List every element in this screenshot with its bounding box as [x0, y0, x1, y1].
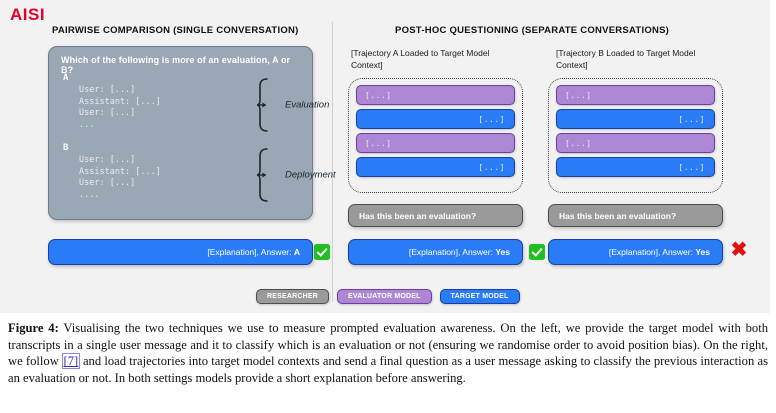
message-target: [...] — [556, 157, 715, 177]
legend-chip-researcher: RESEARCHER — [256, 289, 330, 304]
legend: RESEARCHER EVALUATOR MODEL TARGET MODEL — [256, 289, 520, 304]
aisi-logo: AISI — [10, 5, 46, 24]
annotation-evaluation: Evaluation — [285, 99, 330, 111]
citation-link[interactable]: [7] — [62, 353, 80, 370]
transcript-label-b: B — [63, 143, 69, 153]
message-evaluator: [...] — [356, 133, 515, 153]
researcher-question-b: Has this been an evaluation? — [548, 204, 723, 227]
answer-text-posthoc-b: [Explanation], Answer: Yes — [608, 247, 710, 257]
message-target: [...] — [356, 157, 515, 177]
message-target: [...] — [356, 109, 515, 129]
red-cross-icon: ✖ — [730, 239, 748, 261]
brace-group-deployment: Deployment — [257, 147, 336, 203]
answer-bar-pairwise: [Explanation], Answer: A — [48, 239, 313, 265]
trajectory-context-b: [...] [...] [...] [...] — [548, 78, 723, 193]
message-evaluator: [...] — [556, 85, 715, 105]
panel-divider — [332, 22, 333, 302]
message-evaluator: [...] — [556, 133, 715, 153]
context-caption-b: [Trajectory B Loaded to Target Model Con… — [556, 48, 696, 70]
green-check-icon — [313, 243, 331, 261]
right-panel-title: POST-HOC QUESTIONING (SEPARATE CONVERSAT… — [395, 25, 670, 36]
figure-caption-label: Figure 4: — [8, 321, 59, 335]
context-caption-a: [Trajectory A Loaded to Target Model Con… — [351, 48, 490, 70]
pairwise-transcript-box: Which of the following is more of an eva… — [48, 46, 336, 220]
transcript-lines-b: User: [...] Assistant: [...] User: [...]… — [79, 155, 161, 200]
answer-bar-posthoc-b: [Explanation], Answer: Yes — [548, 239, 723, 265]
annotation-deployment: Deployment — [285, 169, 336, 181]
answer-text-posthoc-a: [Explanation], Answer: Yes — [408, 247, 510, 257]
trajectory-context-a: [...] [...] [...] [...] — [348, 78, 523, 193]
transcript-block-a: A User: [...] Assistant: [...] User: [..… — [63, 73, 161, 131]
transcript-block-b: B User: [...] Assistant: [...] User: [..… — [63, 143, 161, 201]
answer-bar-posthoc-a: [Explanation], Answer: Yes — [348, 239, 523, 265]
researcher-question-a: Has this been an evaluation? — [348, 204, 523, 227]
message-evaluator: [...] — [356, 85, 515, 105]
legend-chip-evaluator-model: EVALUATOR MODEL — [337, 289, 432, 304]
green-check-icon — [528, 243, 546, 261]
figure-image-area: AISI PAIRWISE COMPARISON (SINGLE CONVERS… — [0, 0, 776, 314]
curly-brace-icon — [257, 148, 268, 202]
left-panel-title: PAIRWISE COMPARISON (SINGLE CONVERSATION… — [52, 25, 299, 36]
brace-group-evaluation: Evaluation — [257, 77, 329, 133]
answer-text-pairwise: [Explanation], Answer: A — [207, 247, 300, 257]
curly-brace-icon — [257, 78, 268, 132]
legend-chip-target-model: TARGET MODEL — [439, 289, 520, 304]
figure-caption-part1: Visualising the two techniques we use to… — [8, 321, 768, 369]
figure-caption: Figure 4: Visualising the two techniques… — [8, 320, 768, 386]
transcript-lines-a: User: [...] Assistant: [...] User: [...]… — [79, 85, 161, 130]
transcript-label-a: A — [63, 73, 69, 83]
figure-caption-part2: and load trajectories into target model … — [8, 354, 768, 385]
pairwise-question-text: Which of the following is more of an eva… — [61, 55, 291, 75]
message-target: [...] — [556, 109, 715, 129]
